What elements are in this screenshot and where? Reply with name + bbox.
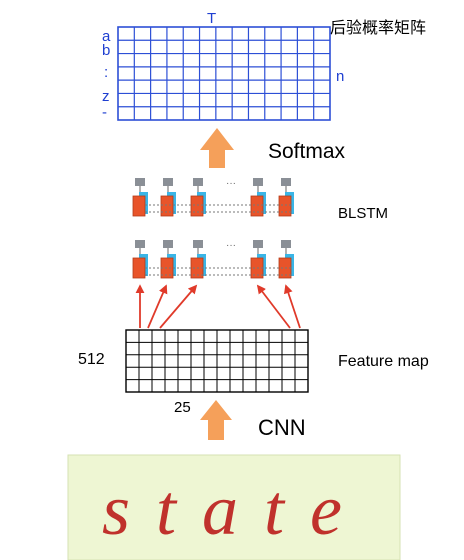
lstm-forward-cell xyxy=(132,257,146,279)
lstm-output-node xyxy=(281,240,291,248)
ellipsis-icon: ··· xyxy=(226,240,236,251)
feature-map-label: Feature map xyxy=(338,353,429,370)
output-matrix-grid xyxy=(117,26,331,121)
cnn-arrow xyxy=(200,400,232,440)
feature-to-lstm-arrow xyxy=(256,284,291,329)
lstm-output-node xyxy=(163,178,173,186)
input-image xyxy=(67,454,401,560)
matrix-row-label: - xyxy=(102,104,107,121)
feature-map-width-label: 25 xyxy=(174,399,191,416)
blstm-label: BLSTM xyxy=(338,205,389,222)
lstm-output-node xyxy=(281,178,291,186)
lstm-output-node xyxy=(135,240,145,248)
lstm-forward-cell xyxy=(190,195,204,217)
feature-to-lstm-arrow xyxy=(284,284,301,329)
feature-to-lstm-arrow xyxy=(159,284,198,329)
lstm-output-node xyxy=(193,178,203,186)
lstm-output-node xyxy=(253,178,263,186)
lstm-forward-cell xyxy=(160,195,174,217)
lstm-output-node xyxy=(253,240,263,248)
softmax-arrow xyxy=(200,128,234,168)
matrix-row-label: a xyxy=(102,28,111,45)
matrix-row-label: : xyxy=(104,64,109,81)
feature-map-height-label: 512 xyxy=(78,351,105,368)
matrix-top-label: T xyxy=(207,10,217,27)
matrix-row-label: b xyxy=(102,42,111,59)
input-image-text: state xyxy=(102,470,368,550)
lstm-output-node xyxy=(135,178,145,186)
lstm-forward-cell xyxy=(132,195,146,217)
cnn-label: CNN xyxy=(258,415,306,440)
matrix-row-label: z xyxy=(102,88,110,105)
lstm-output-node xyxy=(163,240,173,248)
matrix-side-label: n xyxy=(336,68,345,85)
softmax-label: Softmax xyxy=(268,140,346,163)
ellipsis-icon: ··· xyxy=(226,178,236,189)
blstm-network: ··· ··· xyxy=(132,178,301,329)
lstm-output-node xyxy=(193,240,203,248)
output-matrix-border xyxy=(117,26,331,121)
feature-map-grid xyxy=(125,329,309,393)
lstm-forward-cell xyxy=(278,195,292,217)
matrix-title: 后验概率矩阵 xyxy=(330,20,427,37)
feature-to-lstm-arrow xyxy=(147,284,168,329)
lstm-forward-cell xyxy=(250,195,264,217)
